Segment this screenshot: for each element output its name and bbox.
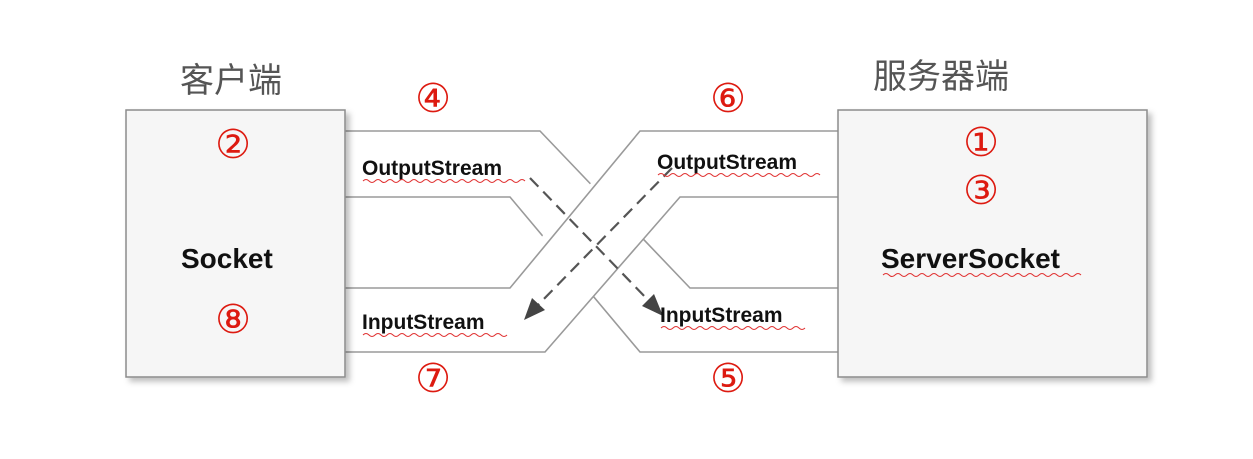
client-input-stream-label: InputStream xyxy=(362,311,485,334)
step-3-label: ③ xyxy=(963,169,999,213)
spellcheck-underline xyxy=(362,179,526,183)
server-socket-label: ServerSocket xyxy=(881,243,1060,274)
step-6-marker: ⑥ xyxy=(710,77,746,121)
client-output-stream-label: OutputStream xyxy=(362,157,502,180)
arrowhead-icon xyxy=(524,298,545,320)
client-socket-label: Socket xyxy=(181,243,273,274)
pipe-server-to-client xyxy=(345,130,838,353)
step-7-label: ⑦ xyxy=(415,357,451,401)
step-8-label: ⑧ xyxy=(215,298,251,342)
data-flow-arrow-to-server xyxy=(529,177,663,316)
client-heading: 客户端 xyxy=(180,61,282,101)
client-box xyxy=(125,109,346,378)
server-heading: 服务器端 xyxy=(873,57,1009,97)
step-7-marker: ⑦ xyxy=(415,357,451,401)
step-2-marker: ② xyxy=(215,123,251,167)
data-flow-arrow-to-client xyxy=(524,167,673,320)
step-5-label: ⑤ xyxy=(710,357,746,401)
step-2-label: ② xyxy=(215,123,251,167)
arrowhead-icon xyxy=(642,294,663,316)
spellcheck-underline xyxy=(657,173,821,177)
step-8-marker: ⑧ xyxy=(215,298,251,342)
spellcheck-underline xyxy=(882,273,1082,277)
step-6-label: ⑥ xyxy=(710,77,746,121)
step-4-marker: ④ xyxy=(415,77,451,121)
step-3-marker: ③ xyxy=(963,169,999,213)
server-output-stream-label: OutputStream xyxy=(657,151,797,174)
server-input-stream-label: InputStream xyxy=(660,304,783,327)
step-4-label: ④ xyxy=(415,77,451,121)
step-1-label: ① xyxy=(963,121,999,165)
step-5-marker: ⑤ xyxy=(710,357,746,401)
spellcheck-underline xyxy=(362,333,508,337)
spellcheck-underline xyxy=(660,326,806,330)
server-box xyxy=(837,109,1148,378)
step-1-marker: ① xyxy=(963,121,999,165)
